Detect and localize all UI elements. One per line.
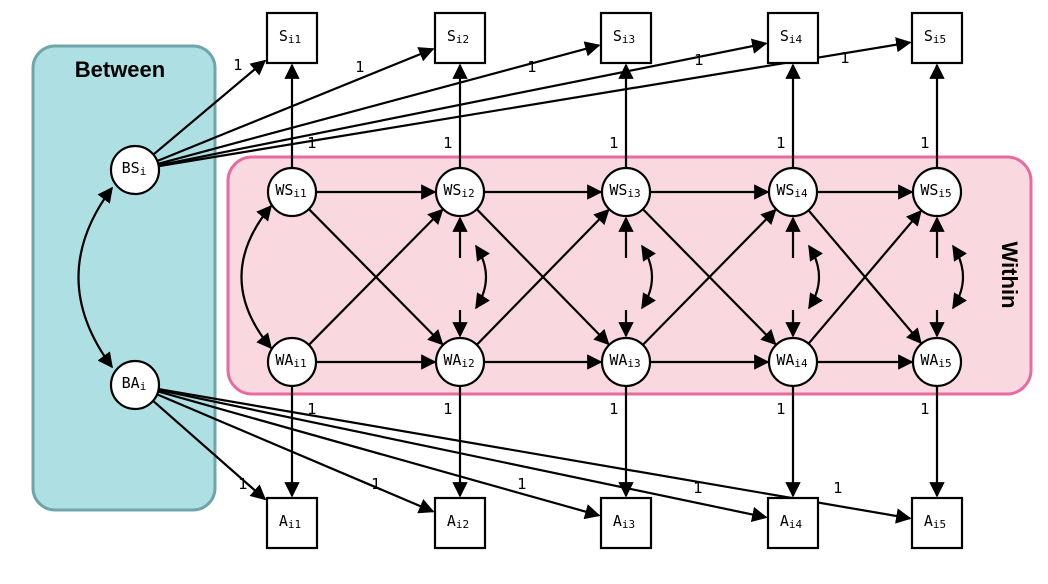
latent-ws4-label: WSi4: [776, 181, 808, 201]
observed-a4-box: [766, 496, 820, 550]
latent-wa3-label: WAi3: [609, 351, 640, 371]
observed-a3-box: [599, 496, 653, 550]
latent-wa1-circle: [266, 336, 318, 388]
loading-ws3-s3-label: 1: [609, 134, 619, 152]
latent-ws1-label: WSi1: [275, 181, 306, 201]
loading-label-layer: 1 1 1 1 1 1 1 1 1 1 1 1 1 1 1 1 1 1 1 1: [233, 49, 930, 497]
loading-wa2-a2-label: 1: [443, 400, 453, 418]
loading-ba-a4-label: 1: [693, 479, 703, 497]
loading-wa3-a3-label: 1: [609, 400, 619, 418]
bs-to-s3-arrow: [157, 41, 601, 165]
observed-a1-box: [265, 496, 319, 550]
loading-bs-s3-label: 1: [527, 58, 537, 76]
between-title: Between: [75, 57, 165, 82]
ba-to-a1-arrow: [152, 400, 267, 501]
between-bs-circle: [109, 144, 161, 196]
loading-ws1-s1-label: 1: [307, 134, 317, 152]
loading-ws4-s4-label: 1: [776, 134, 786, 152]
loading-ws5-s5-label: 1: [920, 134, 930, 152]
latent-ws5-label: WSi5: [920, 181, 951, 201]
loading-wa4-a4-label: 1: [776, 400, 786, 418]
observed-s5-label: Si5: [924, 27, 946, 47]
loading-bs-s1-label: 1: [233, 56, 243, 74]
latent-ws2-circle: [434, 166, 486, 218]
wa4-to-ws5-cl-arrow: [807, 209, 922, 345]
observed-a2-box: [433, 496, 487, 550]
observed-s1-box: [265, 11, 319, 65]
between-panel: [31, 44, 217, 512]
residual-cov-3-arrow: [641, 244, 656, 310]
residual-cov-5-arrow: [952, 244, 967, 310]
observed-s2-box: [433, 11, 487, 65]
latent-ws1-circle: [266, 166, 318, 218]
loading-ba-a5-label: 1: [833, 479, 843, 497]
latent-wa2-label: WAi2: [443, 351, 474, 371]
observed-a5-label: Ai5: [924, 512, 946, 532]
wa1-to-ws2-cl-arrow: [308, 208, 444, 346]
ba-to-a5-arrow: [158, 387, 912, 524]
loading-ba-a3-label: 1: [517, 475, 527, 493]
wa2-to-ws3-cl-arrow: [475, 208, 610, 346]
loading-ws2-s2-label: 1: [443, 134, 453, 152]
latent-wa4-label: WAi4: [776, 351, 808, 371]
observed-s4-label: Si4: [780, 27, 803, 47]
bs-to-s4-arrow: [158, 38, 768, 167]
observed-a3-label: Ai3: [613, 512, 635, 532]
loading-bs-s5-label: 1: [840, 49, 850, 67]
observed-s2-label: Si2: [447, 27, 469, 47]
bs-to-s2-arrow: [156, 47, 435, 162]
latent-wa1-label: WAi1: [275, 351, 306, 371]
loading-ba-a2-label: 1: [371, 475, 381, 493]
loading-ba-a1-label: 1: [238, 475, 248, 493]
loading-bs-s2-label: 1: [355, 58, 365, 76]
edge-layer: [77, 37, 967, 524]
loading-wa5-a5-label: 1: [920, 400, 930, 418]
residual-cov-4-arrow: [808, 244, 823, 310]
between-bs-label: BSi: [122, 159, 147, 179]
between-ba-label: BAi: [122, 374, 147, 394]
observed-a5-box: [910, 496, 964, 550]
observed-a2-label: Ai2: [447, 512, 469, 532]
bs-to-s1-arrow: [152, 59, 267, 156]
observed-s5-box: [910, 11, 964, 65]
residual-cov-2-arrow: [475, 244, 490, 310]
between-ba-circle: [109, 359, 161, 411]
latent-ws3-circle: [600, 166, 652, 218]
observed-a1-label: Ai1: [279, 512, 301, 532]
wa3-to-ws4-cl-arrow: [642, 208, 777, 346]
ba-to-a2-arrow: [156, 393, 435, 514]
observed-s3-label: Si3: [613, 27, 635, 47]
latent-wa2-circle: [434, 336, 486, 388]
latent-ws2-label: WSi2: [443, 181, 474, 201]
observed-s3-box: [599, 11, 653, 65]
bs-ba-covariance-arrow: [77, 186, 113, 369]
latent-ws3-label: WSi3: [609, 181, 640, 201]
ba-to-a3-arrow: [157, 390, 601, 520]
ws1-wa1-covariance-arrow: [240, 204, 272, 350]
loading-bs-s4-label: 1: [694, 51, 704, 69]
observed-s4-box: [766, 11, 820, 65]
observed-s1-label: Si1: [279, 27, 301, 47]
latent-ws5-circle: [911, 166, 963, 218]
latent-wa5-circle: [911, 336, 963, 388]
observed-a4-label: Ai4: [780, 512, 803, 532]
loading-wa1-a1-label: 1: [307, 400, 317, 418]
latent-wa4-circle: [767, 336, 819, 388]
ba-to-a4-arrow: [158, 388, 768, 523]
latent-wa5-label: WAi5: [920, 351, 951, 371]
latent-wa3-circle: [600, 336, 652, 388]
latent-ws4-circle: [767, 166, 819, 218]
within-title: Within: [997, 242, 1022, 309]
